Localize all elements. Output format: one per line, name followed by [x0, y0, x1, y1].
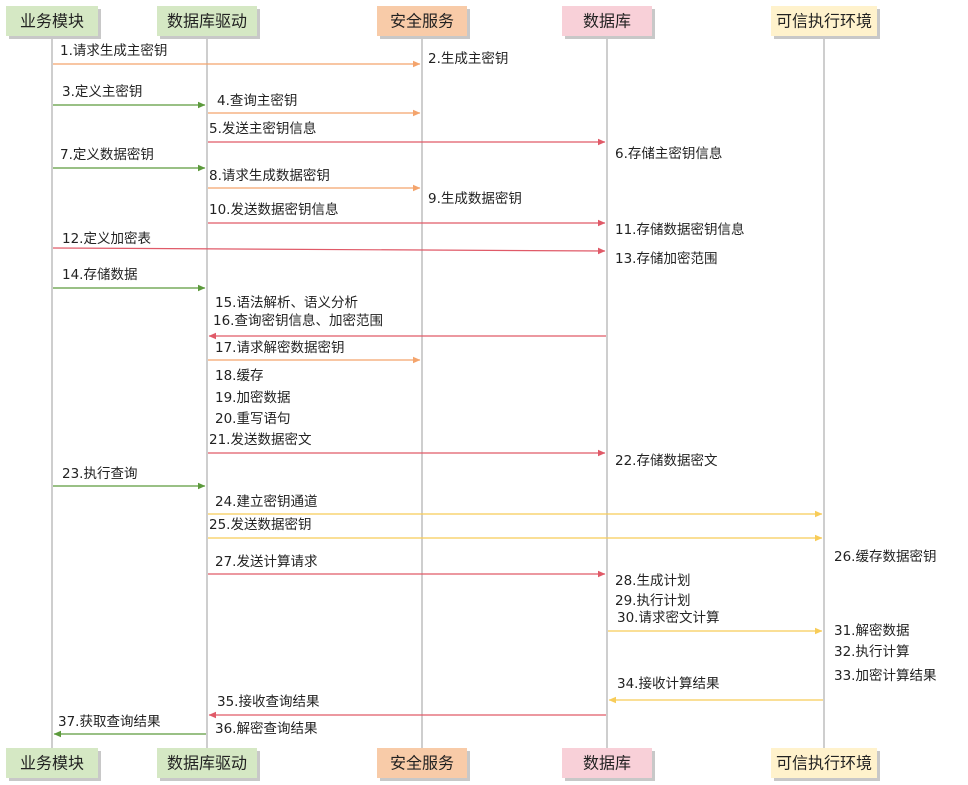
- step-note: 33.加密计算结果: [834, 667, 937, 684]
- participant-box: [771, 748, 877, 778]
- participant-db-top: 数据库: [562, 6, 655, 39]
- step-note: 26.缓存数据密钥: [834, 548, 936, 565]
- step-note: 36.解密查询结果: [215, 720, 318, 737]
- message: 24.建立密钥通道: [208, 493, 823, 518]
- message: 10.发送数据密钥信息: [208, 201, 606, 227]
- participant-label: 可信执行环境: [776, 754, 872, 773]
- message-label: 34.接收计算结果: [617, 675, 720, 692]
- participant-label: 数据库: [583, 754, 631, 773]
- participant-label: 业务模块: [20, 12, 84, 31]
- step-note: 6.存储主密钥信息: [615, 145, 722, 162]
- message: 16.查询密钥信息、加密范围: [208, 312, 606, 340]
- lifelines: [51, 36, 825, 748]
- message-label: 1.请求生成主密钥: [60, 42, 167, 59]
- step-note: 2.生成主密钥: [428, 50, 508, 67]
- message-arrow: [52, 247, 606, 255]
- message-label: 12.定义加密表: [62, 230, 151, 247]
- message: 25.发送数据密钥: [208, 516, 823, 542]
- participant-box: [771, 6, 877, 36]
- message: 23.执行查询: [53, 466, 206, 490]
- message-label: 37.获取查询结果: [58, 714, 161, 730]
- participant-biz-top: 业务模块: [6, 6, 101, 39]
- participant-drv-top: 数据库驱动: [157, 6, 260, 39]
- step-note: 9.生成数据密钥: [428, 190, 522, 207]
- message: 34.接收计算结果: [608, 675, 823, 704]
- message: 35.接收查询结果: [208, 693, 606, 719]
- message-label: 3.定义主密钥: [62, 83, 142, 100]
- step-note: 19.加密数据: [215, 389, 290, 406]
- step-note: 15.语法解析、语义分析: [215, 295, 358, 311]
- participant-tee-bottom: 可信执行环境: [771, 748, 880, 781]
- messages: 1.请求生成主密钥 3.定义主密钥 4.查询主密钥 5.发送主密钥信息 7.定义数据密钥…: [52, 42, 823, 738]
- message-label: 21.发送数据密文: [209, 431, 312, 448]
- step-note: 31.解密数据: [834, 622, 909, 639]
- participant-box: [377, 6, 467, 36]
- step-note: 11.存储数据密钥信息: [615, 221, 744, 238]
- participant-db-bottom: 数据库: [562, 748, 655, 781]
- message-label: 14.存储数据: [62, 267, 137, 283]
- participant-box: [562, 6, 652, 36]
- message-label: 5.发送主密钥信息: [209, 120, 316, 137]
- message: 12.定义加密表: [52, 230, 606, 255]
- step-note: 32.执行计算: [834, 644, 909, 660]
- step-note: 13.存储加密范围: [615, 250, 717, 267]
- participant-sec-top: 安全服务: [377, 6, 470, 39]
- participant-label: 安全服务: [390, 12, 454, 31]
- message-label: 7.定义数据密钥: [60, 146, 154, 163]
- participant-sec-bottom: 安全服务: [377, 748, 470, 781]
- participant-box: [157, 6, 257, 36]
- participant-drv-bottom: 数据库驱动: [157, 748, 260, 781]
- step-note: 18.缓存: [215, 368, 263, 384]
- message: 27.发送计算请求: [208, 554, 606, 578]
- participant-box: [377, 748, 467, 778]
- step-note: 20.重写语句: [215, 411, 290, 427]
- message-label: 4.查询主密钥: [217, 92, 297, 109]
- message-label: 27.发送计算请求: [215, 554, 318, 570]
- participant-box: [6, 6, 98, 36]
- message-label: 30.请求密文计算: [617, 609, 719, 626]
- participant-box: [562, 748, 652, 778]
- message: 14.存储数据: [53, 267, 206, 292]
- message: 8.请求生成数据密钥: [208, 167, 421, 192]
- message-label: 23.执行查询: [62, 466, 137, 482]
- message: 21.发送数据密文: [208, 431, 606, 457]
- notes: 2.生成主密钥 6.存储主密钥信息 9.生成数据密钥 11.存储数据密钥信息 13.存储…: [215, 50, 937, 737]
- message: 5.发送主密钥信息: [208, 120, 606, 146]
- participant-box: [6, 748, 98, 778]
- message: 1.请求生成主密钥: [53, 42, 421, 68]
- message-label: 10.发送数据密钥信息: [209, 201, 338, 218]
- participants-bottom: 业务模块 数据库驱动 安全服务 数据库 可信执行环境: [6, 748, 880, 781]
- message-label: 24.建立密钥通道: [215, 493, 317, 510]
- participant-biz-bottom: 业务模块: [6, 748, 101, 781]
- step-note: 28.生成计划: [615, 573, 690, 589]
- message: 7.定义数据密钥: [53, 146, 206, 172]
- participant-label: 数据库驱动: [167, 12, 247, 31]
- participant-tee-top: 可信执行环境: [771, 6, 880, 39]
- participants-top: 业务模块 数据库驱动 安全服务 数据库 可信执行环境: [6, 6, 880, 39]
- message: 30.请求密文计算: [608, 609, 823, 635]
- message: 4.查询主密钥: [208, 92, 421, 117]
- message-label: 16.查询密钥信息、加密范围: [213, 312, 383, 329]
- message-label: 8.请求生成数据密钥: [209, 167, 330, 184]
- message-label: 17.请求解密数据密钥: [215, 339, 344, 356]
- message: 37.获取查询结果: [53, 714, 206, 738]
- step-note: 29.执行计划: [615, 593, 690, 609]
- message: 17.请求解密数据密钥: [208, 339, 421, 364]
- message-label: 35.接收查询结果: [217, 693, 320, 710]
- message: 3.定义主密钥: [53, 83, 206, 109]
- participant-box: [157, 748, 257, 778]
- participant-label: 业务模块: [20, 754, 84, 773]
- step-note: 22.存储数据密文: [615, 452, 718, 469]
- participant-label: 数据库驱动: [167, 754, 247, 773]
- participant-label: 安全服务: [390, 754, 454, 773]
- message-label: 25.发送数据密钥: [209, 516, 311, 533]
- participant-label: 可信执行环境: [776, 12, 872, 31]
- participant-label: 数据库: [583, 12, 631, 31]
